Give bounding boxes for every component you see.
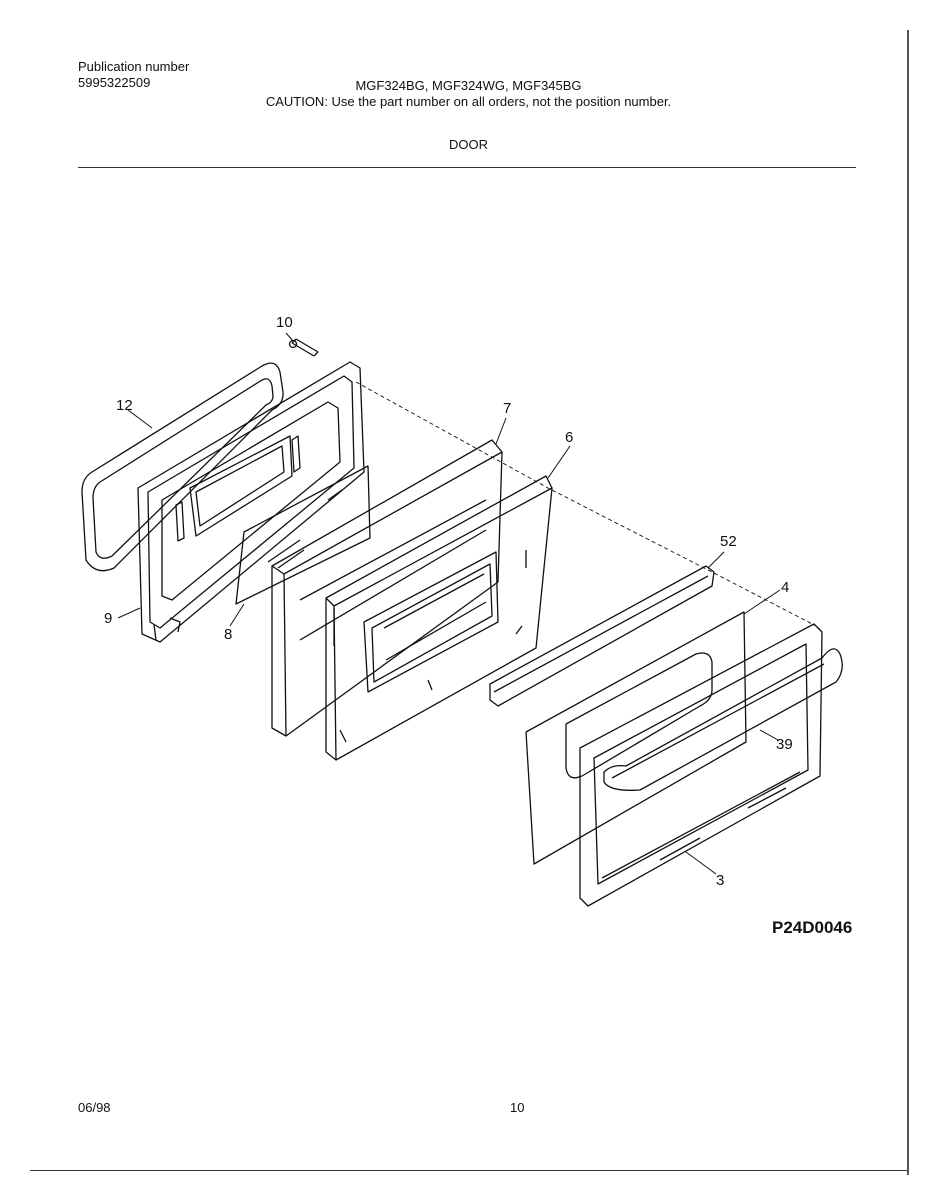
callout-52: 52: [720, 533, 737, 550]
part-6-inner-liner: [325, 475, 553, 761]
callout-8: 8: [224, 626, 233, 643]
header-rule: [78, 167, 856, 168]
part-4-outer-glass: [525, 611, 747, 865]
callout-12: 12: [116, 397, 133, 414]
part-9-inner-door-panel: [137, 361, 365, 643]
part-3-outer-door-frame: [579, 623, 823, 907]
callout-10: 10: [276, 314, 293, 331]
part-12-door-gasket: [81, 362, 284, 572]
caution-note: CAUTION: Use the part number on all orde…: [265, 94, 672, 109]
model-numbers: MGF324BG, MGF324WG, MGF345BG: [355, 78, 582, 93]
footer-rule: [30, 1170, 907, 1171]
publication-number: 5995322509: [78, 75, 151, 90]
part-7-insulation: [271, 439, 503, 737]
part-39-door-handle: [603, 648, 843, 791]
assembly-guide-line: [355, 381, 821, 629]
callout-4: 4: [781, 579, 790, 596]
part-52-door-trim: [489, 565, 715, 707]
revision-date: 06/98: [78, 1100, 111, 1115]
figure-code: P24D0046: [772, 918, 853, 937]
callout-7: 7: [503, 400, 512, 417]
callout-3: 3: [716, 872, 725, 889]
callout-6: 6: [565, 429, 574, 446]
page-number: 10: [510, 1100, 525, 1115]
callout-9: 9: [104, 610, 113, 627]
publication-label: Publication number: [78, 59, 190, 74]
callout-39: 39: [776, 736, 793, 753]
section-title: DOOR: [449, 137, 488, 152]
leader-lines: [117, 332, 781, 875]
part-8-window-glass: [235, 465, 371, 605]
page-edge-line: [907, 30, 909, 1175]
